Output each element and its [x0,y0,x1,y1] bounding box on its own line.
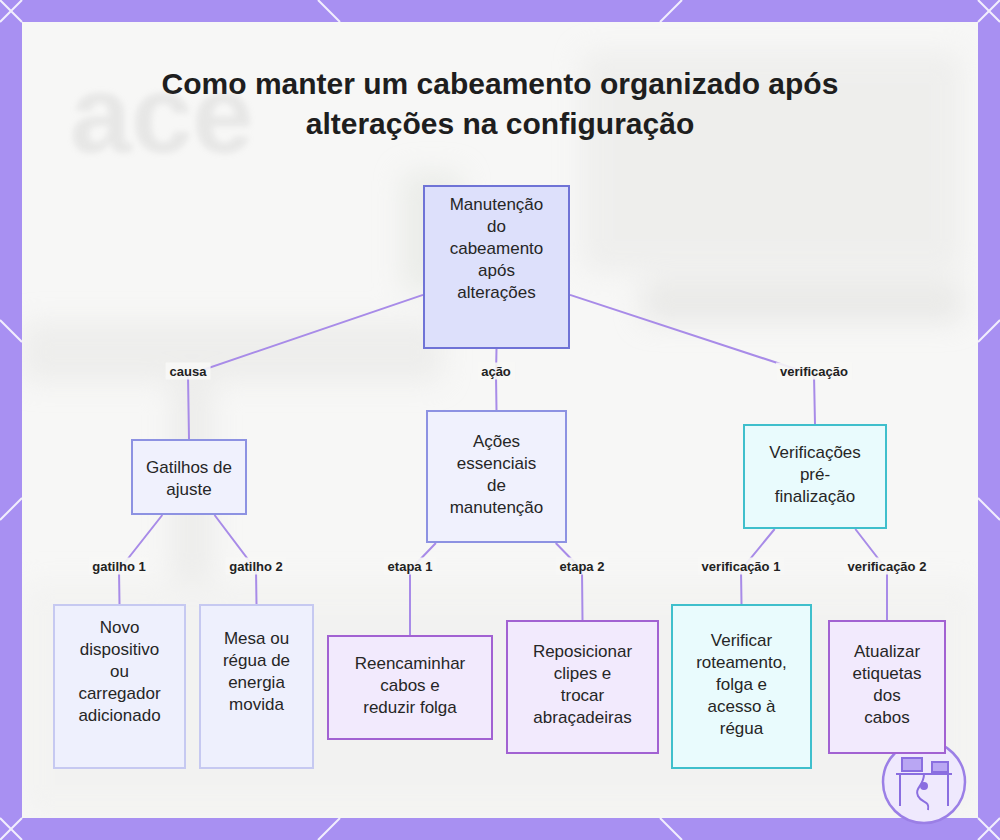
leaf-box: Mesa ou régua de energia movida [199,604,314,769]
root-box: Manutenção do cabeamento após alterações [423,185,570,349]
box-text: Verificar roteamento, folga e acesso à r… [695,630,788,740]
box-text: Novo dispositivo ou carregador adicionad… [75,617,164,727]
box-text: Ações essenciais de manutenção [448,431,545,519]
background-watermark: ace [70,50,254,177]
edge-label: gatilho 2 [225,558,286,575]
box-text: Mesa ou régua de energia movida [217,628,296,716]
edge-label: verificação 1 [698,558,785,575]
connector-line [495,349,498,410]
diagram-title: Como manter um cabeamento organizado apó… [150,64,850,144]
box-text: Gatilhos de ajuste [145,457,233,501]
category-box: Verificações pré-finalização [743,424,887,529]
edge-label: causa [166,363,211,380]
box-text: Manutenção do cabeamento após alterações [447,194,546,304]
edge-label: etapa 2 [556,558,609,575]
edge-label: gatilho 1 [88,558,149,575]
box-text: Reposicionar clipes e trocar abraçadeira… [532,641,633,729]
leaf-box: Reposicionar clipes e trocar abraçadeira… [506,620,659,754]
box-text: Verificações pré-finalização [763,442,867,508]
edge-label: ação [477,363,515,380]
connector-line [188,295,423,439]
edge-label: etapa 1 [384,558,437,575]
leaf-box: Atualizar etiquetas dos cabos [828,620,946,754]
category-box: Gatilhos de ajuste [131,439,247,515]
leaf-box: Verificar roteamento, folga e acesso à r… [671,604,812,769]
category-box: Ações essenciais de manutenção [426,410,567,543]
leaf-box: Novo dispositivo ou carregador adicionad… [53,604,186,769]
box-text: Atualizar etiquetas dos cabos [850,641,924,729]
connector-line [855,529,887,620]
edge-label: verificação [776,363,852,380]
connector-line [556,543,583,620]
edge-label: verificação 2 [844,558,931,575]
box-text: Reencaminhar cabos e reduzir folga [355,653,466,719]
connector-line [570,295,815,424]
leaf-box: Reencaminhar cabos e reduzir folga [327,635,493,740]
